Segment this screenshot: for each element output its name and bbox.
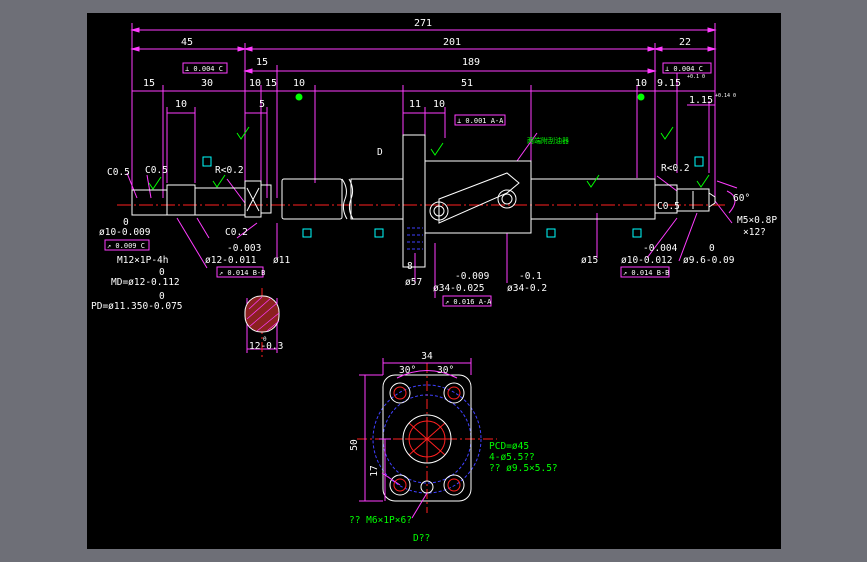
thread-right: M5×0.8P bbox=[737, 215, 777, 226]
dim-189: 189 bbox=[462, 57, 480, 68]
nut-notes: ø57 8 -0.009 ø34-0.025 -0.1 ø34-0.2 ø15 bbox=[405, 255, 598, 294]
nut-note: 两端附刮油器 bbox=[527, 136, 569, 145]
dim-tolerances-small: +0.1 0 +0.14 0 bbox=[687, 74, 736, 99]
radius-left: R<0.2 bbox=[215, 165, 244, 176]
flange-tap: ?? M6×1P×6? bbox=[349, 515, 412, 526]
dim-10c: 10 bbox=[635, 78, 647, 89]
tol-right: ⊥ 0.004 C bbox=[665, 65, 703, 73]
tol34b: -0.1 bbox=[519, 271, 542, 282]
tol-right-b: 0 bbox=[709, 243, 715, 254]
flange-angle-a: 30° bbox=[399, 365, 416, 376]
label-d: D bbox=[377, 147, 383, 158]
dia12-tol: -0.003 bbox=[227, 243, 261, 254]
tol-nut: ⊥ 0.001 A-A bbox=[457, 117, 504, 125]
flange-green-notes: PCD=ø45 4-ø5.5?? ?? ø9.5×5.5? ?? M6×1P×6… bbox=[349, 441, 558, 544]
dim-1-15: 1.15 bbox=[689, 95, 713, 106]
dim-15b: 15 bbox=[143, 78, 155, 89]
tolerance-frames bbox=[104, 62, 712, 307]
dia11: ø11 bbox=[273, 255, 290, 266]
tol-0-dia10: 0 bbox=[123, 217, 129, 228]
dim-overall: 271 bbox=[414, 18, 432, 29]
flange-half: 17 bbox=[369, 465, 380, 476]
datum-boxes bbox=[202, 156, 704, 238]
flange-center-cross bbox=[405, 417, 449, 461]
dim-9-15-tol: +0.1 0 bbox=[687, 74, 705, 80]
chamfer-right: C0.5 bbox=[657, 201, 680, 212]
runout-nut: ↗ 0.016 A-A bbox=[445, 298, 492, 306]
dim-9-15: 9.15 bbox=[657, 78, 681, 89]
dimension-lines bbox=[126, 23, 738, 353]
flange-cbore: ?? ø9.5×5.5? bbox=[489, 463, 558, 474]
chamfer-c02: C0.2 bbox=[225, 227, 248, 238]
dim-51: 51 bbox=[461, 78, 473, 89]
flange-angle-b: 30° bbox=[437, 365, 454, 376]
nut-note-text: 两端附刮油器 bbox=[527, 136, 569, 145]
radius-right: R<0.2 bbox=[661, 163, 690, 174]
dimension-texts: 271 45 201 22 15 189 15 30 10 15 10 51 1… bbox=[143, 18, 713, 110]
dim-10e: 10 bbox=[433, 99, 445, 110]
dim-left-end: 45 bbox=[181, 37, 193, 48]
section-width-tol: 0 bbox=[263, 336, 267, 343]
section-width: 12-0.3 bbox=[249, 341, 283, 352]
roughness-symbols bbox=[148, 126, 710, 190]
cad-drawing: 271 45 201 22 15 189 15 30 10 15 10 51 1… bbox=[91, 18, 777, 544]
flange-width: 34 bbox=[421, 351, 433, 362]
chamfer-c05a: C0.5 bbox=[107, 167, 130, 178]
thread-left: M12×1P-4h bbox=[117, 255, 168, 266]
flange-notes: 34 30° 30° 50 17 bbox=[349, 351, 454, 477]
flange-height: 50 bbox=[349, 439, 360, 451]
thread-depth: ×12? bbox=[743, 227, 766, 238]
dia57: ø57 bbox=[405, 277, 422, 288]
dim-10d: 10 bbox=[175, 99, 187, 110]
dim-main-span: 201 bbox=[443, 37, 461, 48]
dia34: ø34-0.025 bbox=[433, 283, 484, 294]
left-notes: C0.5 C0.5 R<0.2 D C0.2 0 ø10-0.009 M12×1… bbox=[91, 147, 383, 312]
md-value: MD=ø12-0.112 bbox=[111, 277, 180, 288]
dia34b: ø34-0.2 bbox=[507, 283, 547, 294]
tol34: -0.009 bbox=[455, 271, 490, 282]
dim-10a: 10 bbox=[249, 78, 261, 89]
flange-pcd: PCD=ø45 bbox=[489, 441, 529, 452]
dim-10b: 10 bbox=[293, 78, 305, 89]
pd-tol: 0 bbox=[159, 291, 165, 302]
dim-15c: 15 bbox=[265, 78, 277, 89]
section-notes: 12-0.3 0 bbox=[249, 336, 283, 352]
dia15: ø15 bbox=[581, 255, 598, 266]
runout-left: ↗ 0.009 C bbox=[107, 242, 145, 250]
dim-30: 30 bbox=[201, 78, 213, 89]
pd-value: PD=ø11.350-0.075 bbox=[91, 301, 183, 312]
chamfer-c05b: C0.5 bbox=[145, 165, 168, 176]
dim-right-end: 22 bbox=[679, 37, 691, 48]
flange-holes: 4-ø5.5?? bbox=[489, 452, 535, 463]
symbol-marks bbox=[295, 93, 645, 101]
dia10-right: ø10-0.012 bbox=[621, 255, 672, 266]
runout-right: ↗ 0.014 B-B bbox=[623, 269, 669, 277]
tol-right-a: -0.004 bbox=[643, 243, 678, 254]
shaft-section[interactable] bbox=[244, 295, 280, 333]
dia10-left: ø10-0.009 bbox=[99, 227, 151, 238]
runout-left-2: ↗ 0.014 B-B bbox=[219, 269, 265, 277]
md-tol: 0 bbox=[159, 267, 165, 278]
cad-viewport[interactable]: 271 45 201 22 15 189 15 30 10 15 10 51 1… bbox=[87, 13, 781, 549]
dia12-value: ø12-0.011 bbox=[205, 255, 257, 266]
dim-11: 11 bbox=[409, 99, 421, 110]
angle-60: 60° bbox=[733, 193, 750, 204]
dim-5: 5 bbox=[259, 99, 265, 110]
dim-8: 8 bbox=[407, 261, 413, 272]
dim-15a: 15 bbox=[256, 57, 268, 68]
screw-shaft[interactable] bbox=[131, 134, 716, 268]
flange-view[interactable] bbox=[359, 358, 472, 519]
right-notes: R<0.2 C0.5 -0.004 ø10-0.012 0 ø9.6-0.09 … bbox=[621, 163, 777, 266]
tolerance-texts: ⊥ 0.004 C ⊥ 0.004 C ⊥ 0.001 A-A ↗ 0.009 … bbox=[107, 65, 703, 306]
flange-view-label: D?? bbox=[413, 533, 430, 544]
dim-1-15-tol: +0.14 0 bbox=[715, 93, 736, 99]
dia9-6: ø9.6-0.09 bbox=[683, 255, 735, 266]
tol-left: ⊥ 0.004 C bbox=[185, 65, 223, 73]
